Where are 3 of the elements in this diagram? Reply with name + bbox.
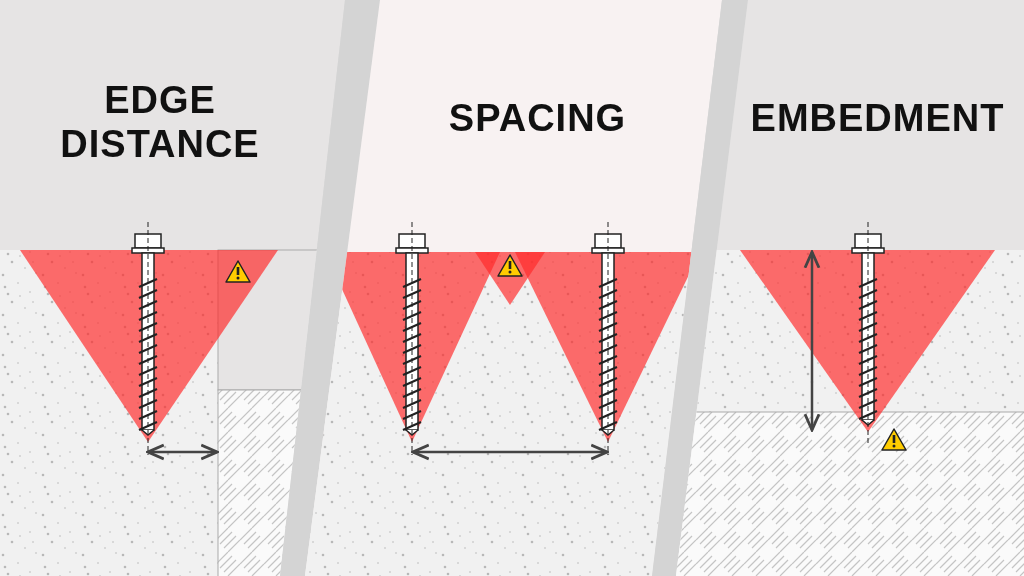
heading: EMBEDMENT xyxy=(749,96,1006,140)
heading: EDGE DISTANCE xyxy=(59,78,261,166)
heading: SPACING xyxy=(447,96,628,140)
